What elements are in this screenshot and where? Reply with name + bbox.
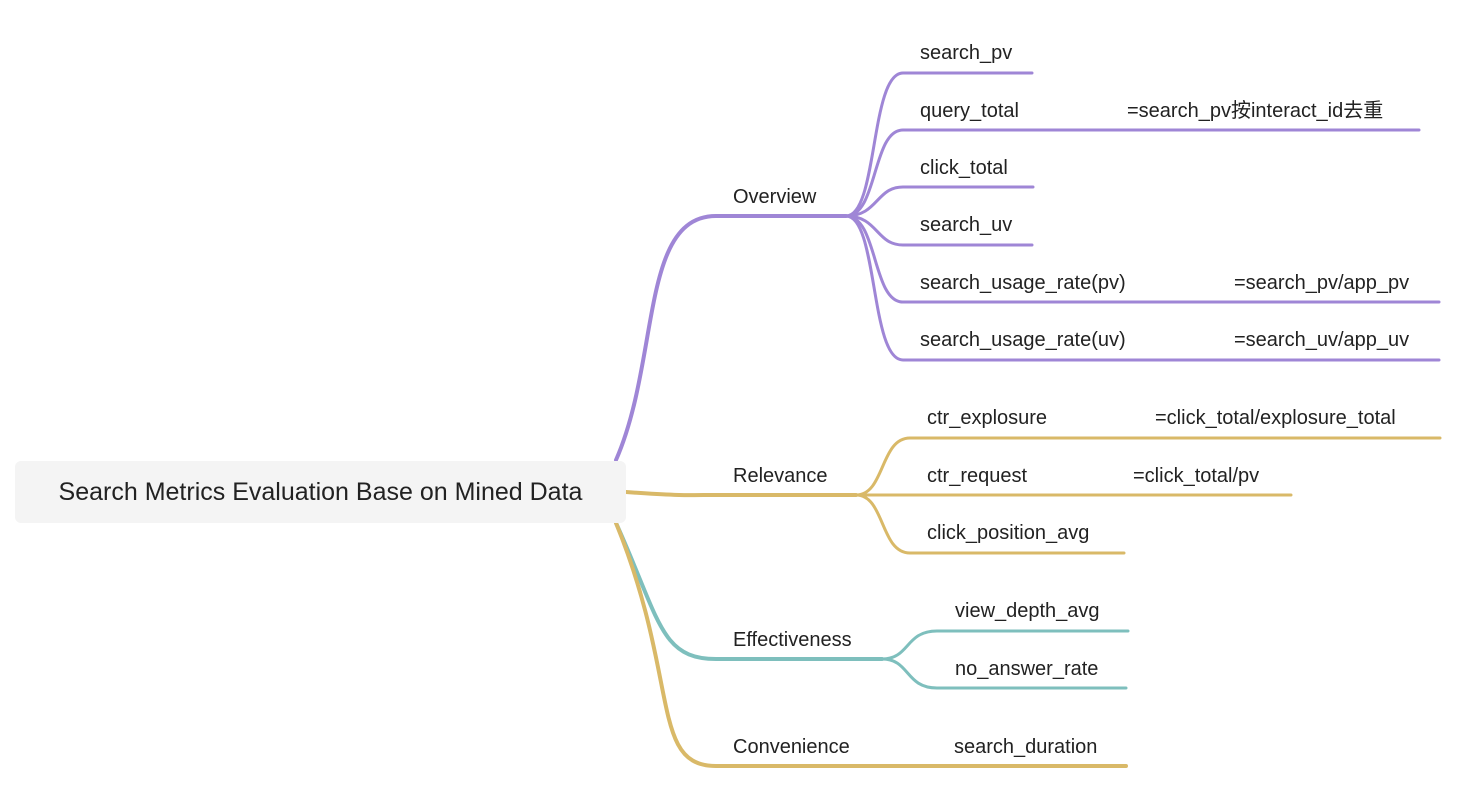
node-usage-rate-uv[interactable]: search_usage_rate(uv) bbox=[920, 329, 1126, 351]
branch-effectiveness[interactable]: Effectiveness bbox=[733, 629, 852, 651]
note-ctr-explosure[interactable]: =click_total/explosure_total bbox=[1155, 407, 1396, 429]
node-search-pv[interactable]: search_pv bbox=[920, 42, 1013, 64]
note-query-total[interactable]: =search_pv按interact_id去重 bbox=[1127, 100, 1384, 122]
connector-usage-pv bbox=[844, 214, 1441, 304]
node-search-duration[interactable]: search_duration bbox=[954, 736, 1098, 758]
branch-relevance[interactable]: Relevance bbox=[733, 465, 828, 487]
note-usage-rate-uv[interactable]: =search_uv/app_uv bbox=[1234, 329, 1410, 351]
node-ctr-explosure[interactable]: ctr_explosure bbox=[927, 407, 1048, 429]
node-ctr-request[interactable]: ctr_request bbox=[927, 465, 1028, 487]
node-no-answer-rate[interactable]: no_answer_rate bbox=[955, 658, 1099, 680]
relevance-connectors bbox=[854, 436, 1442, 555]
root-label: Search Metrics Evaluation Base on Mined … bbox=[58, 477, 583, 506]
connector-ctr-explosure bbox=[854, 436, 1442, 497]
overview-connectors bbox=[844, 71, 1441, 362]
connector-convenience bbox=[614, 521, 1128, 768]
connector-overview bbox=[614, 214, 848, 462]
note-ctr-request[interactable]: =click_total/pv bbox=[1133, 465, 1260, 487]
node-search-uv[interactable]: search_uv bbox=[920, 214, 1013, 236]
connector-relevance bbox=[624, 490, 858, 498]
node-view-depth-avg[interactable]: view_depth_avg bbox=[955, 600, 1100, 622]
connector-click-position bbox=[854, 493, 1126, 555]
node-usage-rate-pv[interactable]: search_usage_rate(pv) bbox=[920, 272, 1126, 294]
connector-click-total bbox=[844, 185, 1035, 218]
connector-search-pv bbox=[844, 71, 1034, 218]
effectiveness-connectors bbox=[880, 629, 1130, 690]
root-connectors bbox=[614, 214, 1128, 768]
connector-query-total bbox=[844, 128, 1421, 218]
branch-convenience[interactable]: Convenience bbox=[733, 736, 850, 758]
root-node[interactable]: Search Metrics Evaluation Base on Mined … bbox=[15, 461, 626, 523]
connector-view-depth bbox=[880, 629, 1130, 661]
note-usage-rate-pv[interactable]: =search_pv/app_pv bbox=[1234, 272, 1410, 294]
connector-no-answer bbox=[880, 657, 1128, 690]
node-click-position-avg[interactable]: click_position_avg bbox=[927, 522, 1090, 544]
node-click-total[interactable]: click_total bbox=[920, 157, 1008, 179]
connector-usage-uv bbox=[844, 214, 1441, 362]
branch-overview[interactable]: Overview bbox=[733, 186, 817, 208]
connector-search-uv bbox=[844, 214, 1034, 247]
node-query-total[interactable]: query_total bbox=[920, 100, 1019, 122]
